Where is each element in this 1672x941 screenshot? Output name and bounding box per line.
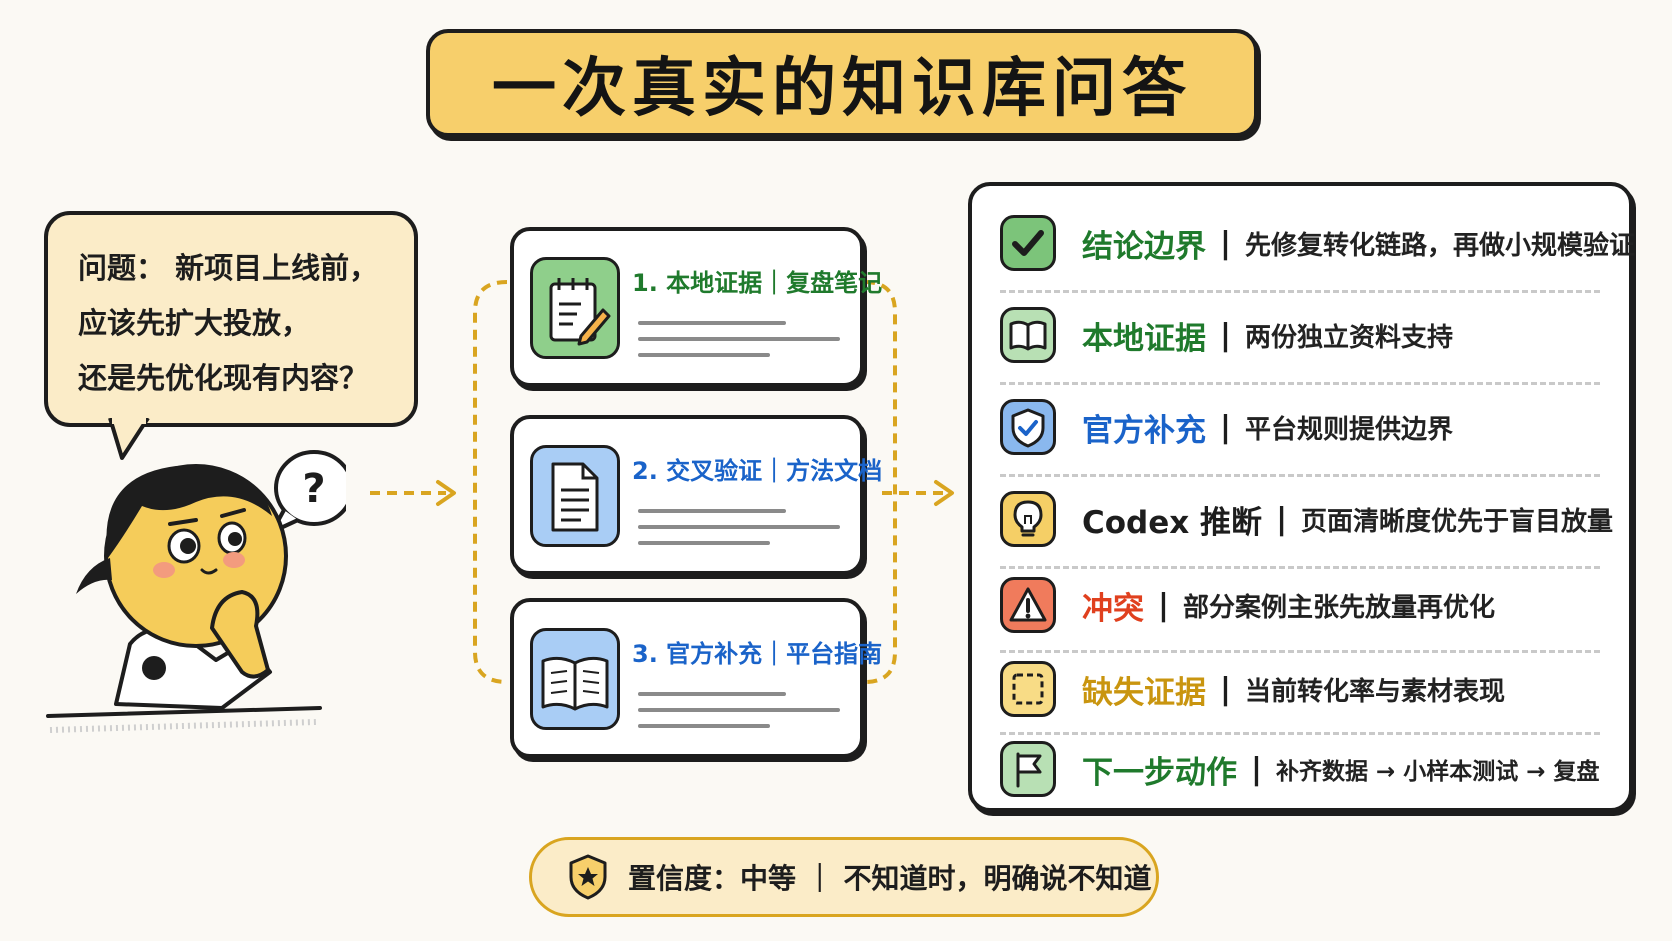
source-card-title: 3. 官方补充｜平台指南: [632, 640, 883, 668]
answer-row-next-action: 下一步动作 | 补齐数据 → 小样本测试 → 复盘: [1000, 736, 1600, 802]
arrow-to-answers: [882, 480, 954, 506]
arrow-to-sources: [370, 480, 456, 506]
divider: [1000, 732, 1600, 735]
answer-row-desc: 部分案例主张先放量再优化: [1182, 592, 1495, 623]
dashed-square-icon: [1000, 661, 1056, 717]
answer-row-desc: 补齐数据 → 小样本测试 → 复盘: [1275, 759, 1600, 785]
text-placeholder-line: [638, 321, 786, 325]
question-bubble: 问题： 新项目上线前， 应该先扩大投放， 还是先优化现有内容？: [44, 211, 418, 427]
text-placeholder-line: [638, 353, 770, 357]
source-card: 3. 官方补充｜平台指南: [510, 598, 882, 758]
text-placeholder-line: [638, 541, 770, 545]
answer-row-label: 缺失证据: [1082, 674, 1206, 711]
source-card: 1. 本地证据｜复盘笔记: [510, 227, 882, 387]
text-placeholder-line: [638, 692, 786, 696]
divider: [1000, 650, 1600, 653]
source-card-title: 1. 本地证据｜复盘笔记: [632, 269, 883, 297]
source-card-title: 2. 交叉验证｜方法文档: [632, 457, 883, 485]
answer-row-inference: Codex 推断 | 页面清晰度优先于盲目放量: [1000, 486, 1613, 552]
text-placeholder-line: [638, 708, 840, 712]
divider: [1000, 474, 1600, 477]
divider: [1000, 566, 1600, 569]
confidence-pill: 置信度：中等 ｜ 不知道时，明确说不知道: [529, 837, 1159, 917]
document-icon: [530, 445, 620, 547]
bubble-tail: [108, 418, 150, 460]
checkmark-icon: [1000, 215, 1056, 271]
shield-star-icon: [569, 854, 607, 900]
lightbulb-icon: [1000, 491, 1056, 547]
divider: [1000, 382, 1600, 385]
text-placeholder-line: [638, 509, 786, 513]
question-line: 应该先扩大投放，: [78, 306, 311, 340]
answer-row-label: Codex 推断: [1082, 504, 1263, 541]
question-line: 问题： 新项目上线前，: [78, 251, 379, 285]
separator: |: [1158, 587, 1169, 623]
answer-row-desc: 页面清晰度优先于盲目放量: [1301, 506, 1614, 537]
book-icon: [1000, 307, 1056, 363]
confidence-text: 置信度：中等 ｜ 不知道时，明确说不知道: [628, 862, 1152, 895]
page-title: 一次真实的知识库问答: [492, 52, 1192, 126]
answer-row-desc: 当前转化率与素材表现: [1244, 676, 1505, 707]
separator: |: [1220, 225, 1231, 261]
answer-row-desc: 平台规则提供边界: [1244, 414, 1453, 445]
answer-row-label: 冲突: [1082, 590, 1144, 627]
title-banner: 一次真实的知识库问答: [426, 29, 1258, 137]
separator: |: [1220, 671, 1231, 707]
text-placeholder-line: [638, 337, 840, 341]
warning-icon: [1000, 577, 1056, 633]
separator: |: [1251, 751, 1262, 787]
answer-row-desc: 先修复转化链路，再做小规模验证: [1244, 230, 1635, 261]
flag-icon: [1000, 741, 1056, 797]
shield-check-icon: [1000, 399, 1056, 455]
answer-row-conflict: 冲突 | 部分案例主张先放量再优化: [1000, 572, 1495, 638]
question-mark-icon: ?: [270, 450, 346, 534]
text-placeholder-line: [638, 525, 840, 529]
thinking-character-illustration: ?: [46, 450, 346, 733]
open-book-icon: [530, 628, 620, 730]
answer-row-label: 结论边界: [1082, 228, 1206, 265]
answer-row-desc: 两份独立资料支持: [1244, 322, 1453, 353]
separator: |: [1220, 409, 1231, 445]
question-line: 还是先优化现有内容？: [78, 361, 369, 395]
divider: [1000, 290, 1600, 293]
source-card: 2. 交叉验证｜方法文档: [510, 415, 882, 575]
text-placeholder-line: [638, 724, 770, 728]
answer-row-conclusion: 结论边界 | 先修复转化链路，再做小规模验证: [1000, 210, 1635, 276]
answer-row-official: 官方补充 | 平台规则提供边界: [1000, 394, 1453, 460]
separator: |: [1220, 317, 1231, 353]
answer-row-label: 本地证据: [1082, 320, 1206, 357]
svg-text:?: ?: [302, 466, 325, 512]
answer-row-local-evidence: 本地证据 | 两份独立资料支持: [1000, 302, 1453, 368]
separator: |: [1276, 501, 1288, 537]
answer-row-label: 下一步动作: [1082, 754, 1237, 791]
answer-panel: 结论边界 | 先修复转化链路，再做小规模验证 本地证据 | 两份独立资料支持 官…: [968, 182, 1635, 812]
notepad-pencil-icon: [530, 257, 620, 359]
answer-row-label: 官方补充: [1082, 412, 1206, 449]
answer-row-missing-evidence: 缺失证据 | 当前转化率与素材表现: [1000, 656, 1505, 722]
